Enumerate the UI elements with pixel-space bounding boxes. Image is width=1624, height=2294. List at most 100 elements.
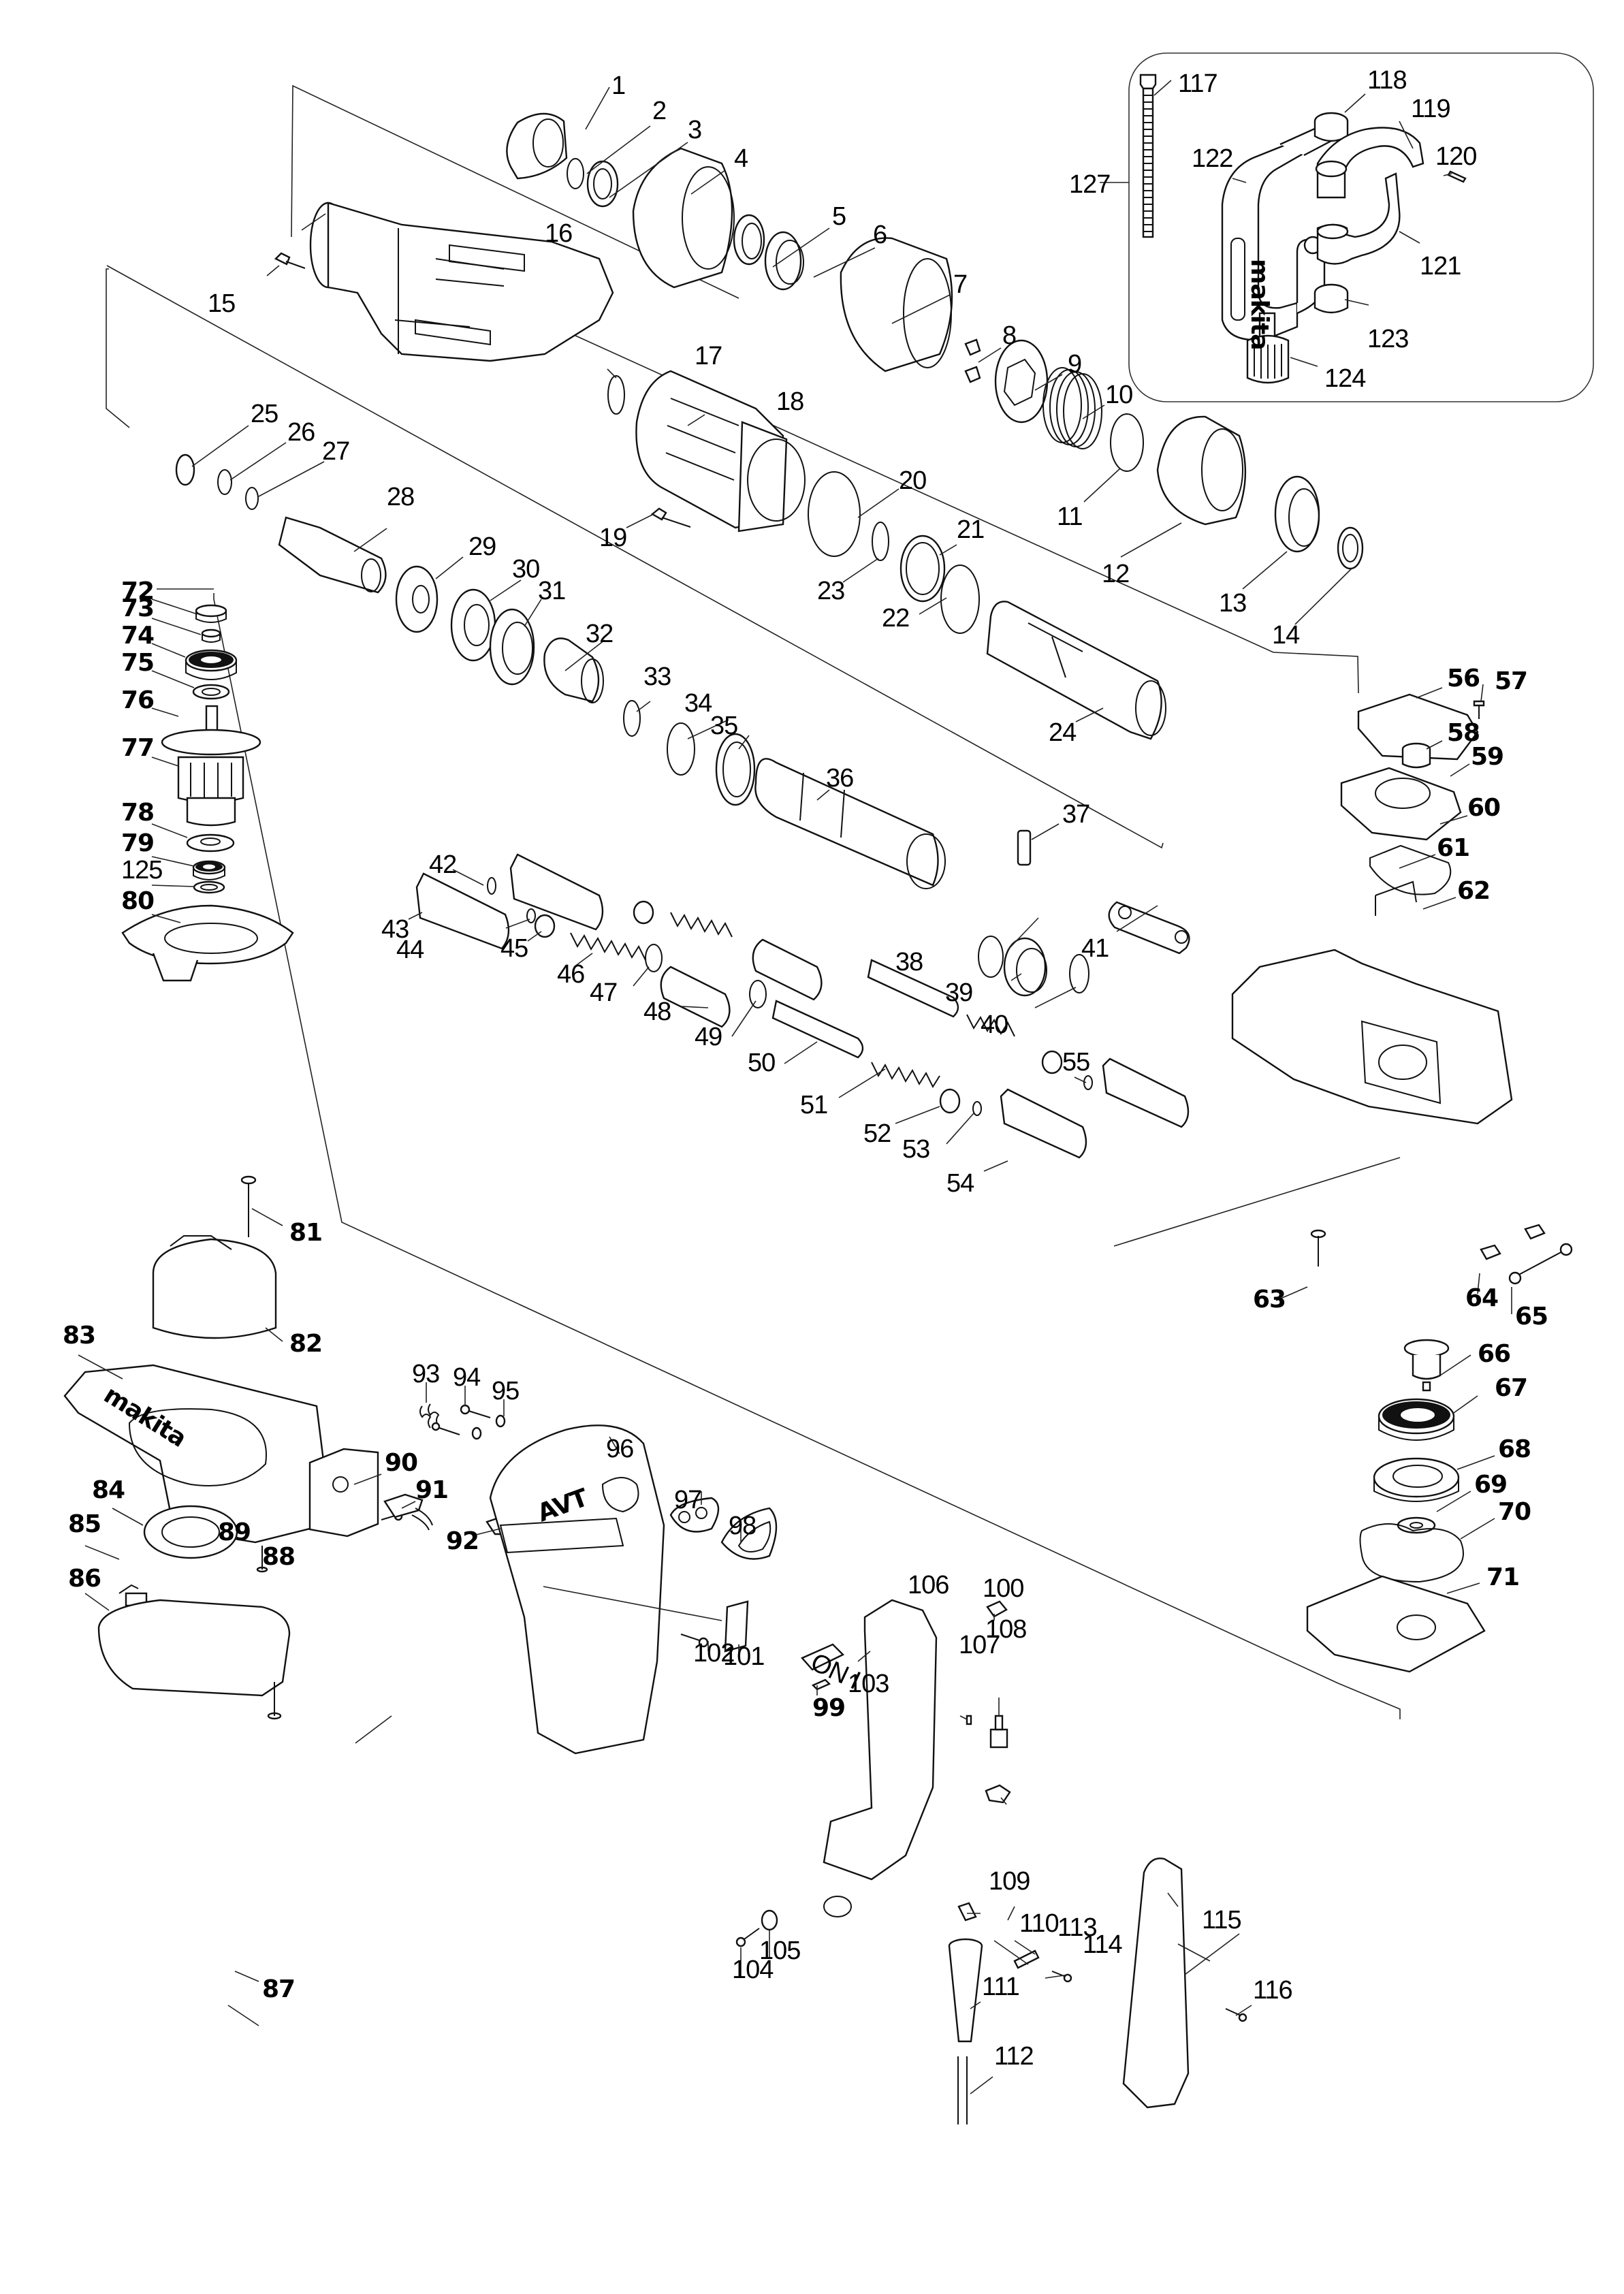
label-66: 66 bbox=[1478, 1340, 1510, 1368]
part-46-spring bbox=[570, 932, 646, 961]
label-85: 85 bbox=[68, 1510, 101, 1538]
part-6-seal bbox=[764, 231, 804, 291]
label-68: 68 bbox=[1498, 1435, 1531, 1463]
label-67: 67 bbox=[1495, 1374, 1527, 1402]
label-1: 1 bbox=[611, 71, 625, 100]
part-19-bolt bbox=[650, 507, 691, 528]
part-36-cylinder bbox=[754, 758, 946, 889]
part-61-lever bbox=[1375, 880, 1417, 916]
label-92: 92 bbox=[446, 1527, 479, 1555]
label-80: 80 bbox=[121, 887, 154, 915]
part-75-washer bbox=[192, 684, 230, 700]
part-88-screw bbox=[256, 1546, 268, 1573]
label-98: 98 bbox=[729, 1512, 756, 1540]
label-4: 4 bbox=[734, 144, 748, 173]
label-36: 36 bbox=[826, 764, 853, 793]
label-124: 124 bbox=[1324, 364, 1366, 393]
label-33: 33 bbox=[643, 663, 671, 691]
label-106: 106 bbox=[908, 1571, 949, 1599]
makita-logo-handle: makita bbox=[1245, 259, 1273, 350]
part-120-pin bbox=[1447, 170, 1467, 183]
part-93-spring bbox=[419, 1403, 440, 1429]
part-18-cylinder-housing bbox=[635, 370, 806, 532]
label-127: 127 bbox=[1069, 170, 1110, 199]
part-121-clamp-lower bbox=[1316, 172, 1401, 265]
label-93: 93 bbox=[412, 1360, 439, 1388]
part-10-spring bbox=[1042, 367, 1102, 449]
part-15-screw bbox=[274, 252, 306, 269]
label-83: 83 bbox=[63, 1322, 95, 1350]
part-82-field bbox=[152, 1235, 277, 1339]
part-29-washer bbox=[395, 565, 439, 633]
label-50: 50 bbox=[748, 1049, 775, 1077]
label-78: 78 bbox=[121, 799, 154, 827]
part-assembly-upper-row bbox=[509, 853, 1190, 1128]
part-95-washer bbox=[471, 1414, 506, 1440]
label-122: 122 bbox=[1192, 144, 1232, 173]
part-11-ring bbox=[1110, 413, 1144, 472]
part-113-plate bbox=[1013, 1949, 1040, 1969]
part-106-handle bbox=[823, 1599, 938, 1917]
part-59-crank-cap bbox=[1340, 767, 1462, 841]
part-98-rubber-boot bbox=[720, 1507, 778, 1560]
label-64: 64 bbox=[1465, 1284, 1498, 1312]
part-21-washer bbox=[899, 535, 946, 603]
part-26-ring bbox=[217, 469, 232, 495]
part-68-gear bbox=[1373, 1457, 1460, 1502]
label-108: 108 bbox=[985, 1615, 1026, 1644]
part-37-pin bbox=[1017, 829, 1032, 866]
label-45: 45 bbox=[500, 934, 528, 963]
label-87: 87 bbox=[262, 1975, 295, 2003]
label-58: 58 bbox=[1447, 719, 1480, 747]
label-54: 54 bbox=[946, 1169, 974, 1198]
label-88: 88 bbox=[262, 1543, 295, 1571]
part-101-label bbox=[724, 1600, 749, 1653]
part-117-long-bolt bbox=[1139, 74, 1157, 238]
part-111-cord-guard bbox=[948, 1938, 983, 2043]
label-38: 38 bbox=[895, 948, 923, 976]
label-72: 72 bbox=[121, 577, 154, 605]
label-17: 17 bbox=[695, 342, 722, 370]
part-63-bolt bbox=[1310, 1229, 1326, 1267]
part-54-guide-sleeve bbox=[1000, 1088, 1087, 1159]
part-64-stopper bbox=[1480, 1224, 1546, 1260]
label-43: 43 bbox=[381, 915, 409, 944]
part-62-crank-housing bbox=[1231, 949, 1513, 1125]
label-65: 65 bbox=[1515, 1303, 1548, 1331]
part-14-ring-spring bbox=[1337, 526, 1364, 570]
label-22: 22 bbox=[882, 604, 909, 633]
part-104-screw bbox=[735, 1928, 760, 1947]
label-84: 84 bbox=[92, 1476, 125, 1504]
part-72-bearing-box bbox=[195, 604, 227, 623]
part-76-armature-fan bbox=[161, 705, 261, 756]
label-24: 24 bbox=[1049, 718, 1077, 747]
label-120: 120 bbox=[1435, 142, 1476, 171]
part-56-cover-plate bbox=[1357, 693, 1479, 761]
part-107-pin bbox=[966, 1715, 972, 1725]
part-42-o-ring bbox=[487, 877, 496, 895]
part-55-o-ring bbox=[1083, 1075, 1093, 1090]
label-111: 111 bbox=[982, 1973, 1019, 2001]
part-105-grommet bbox=[761, 1909, 778, 1931]
label-71: 71 bbox=[1486, 1563, 1519, 1591]
part-45-cap bbox=[534, 914, 556, 938]
part-23-ring bbox=[872, 522, 889, 561]
label-32: 32 bbox=[586, 620, 613, 648]
part-87-screw bbox=[267, 1682, 282, 1720]
part-30-bearing-retainer bbox=[450, 588, 496, 662]
label-48: 48 bbox=[643, 998, 671, 1026]
label-30: 30 bbox=[512, 555, 539, 584]
label-55: 55 bbox=[1062, 1048, 1089, 1077]
label-74: 74 bbox=[121, 622, 154, 650]
part-20-o-ring bbox=[808, 471, 861, 557]
label-18: 18 bbox=[776, 387, 803, 416]
label-37: 37 bbox=[1062, 800, 1089, 829]
label-51: 51 bbox=[800, 1091, 827, 1119]
part-12-change-ring bbox=[1156, 415, 1247, 526]
assembly-guide-lines bbox=[106, 84, 1401, 1719]
part-13-ring bbox=[1274, 475, 1320, 553]
label-49: 49 bbox=[695, 1023, 722, 1051]
part-79-ball-bearing bbox=[192, 860, 226, 880]
part-50-striker bbox=[771, 1000, 864, 1059]
